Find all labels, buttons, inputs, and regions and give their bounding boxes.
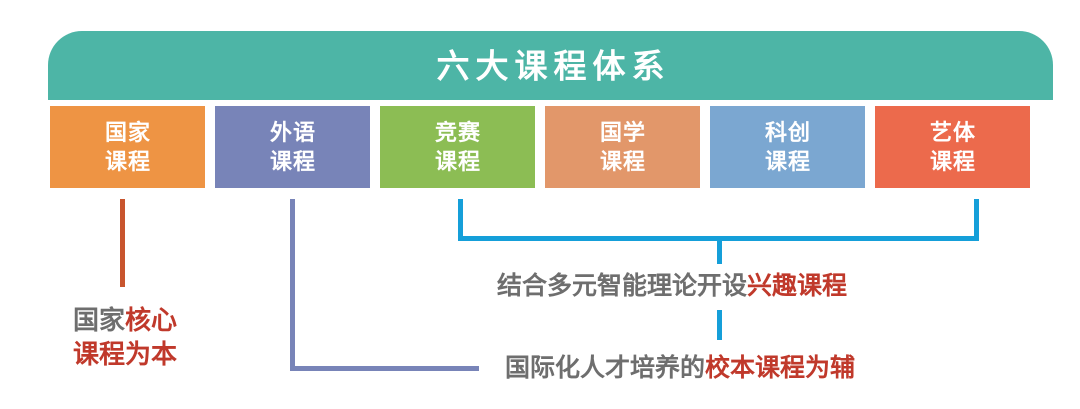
caption-national-core-gray: 国家	[73, 305, 126, 335]
category-box-kechuang[interactable]: 科创 课程	[710, 106, 865, 188]
category-box-jingsai[interactable]: 竞赛 课程	[380, 106, 535, 188]
category-label-line1: 国家	[104, 119, 151, 145]
category-label-line1: 外语	[269, 119, 316, 145]
connector-blue-left-riser	[458, 199, 463, 241]
category-label-line1: 竞赛	[434, 119, 481, 145]
category-label-line1: 国学	[599, 119, 646, 145]
caption-national-core-line1: 国家核心	[73, 303, 177, 337]
category-box-guojia[interactable]: 国家 课程	[50, 106, 205, 188]
page-title: 六大课程体系	[436, 47, 671, 84]
category-box-waiyu[interactable]: 外语 课程	[215, 106, 370, 188]
category-label-line2: 课程	[434, 149, 481, 174]
connector-purple-arm	[290, 366, 479, 371]
connector-blue-stem-top	[717, 236, 722, 264]
caption-school-gray: 国际化人才培养的	[505, 354, 706, 382]
category-label-line2: 课程	[104, 149, 151, 174]
caption-interest-gray: 结合多元智能理论开设	[497, 272, 748, 300]
caption-national-core-line2: 课程为本	[73, 339, 178, 370]
caption-interest-red: 兴趣课程	[747, 272, 848, 300]
category-label-line2: 课程	[764, 149, 811, 174]
category-label-line2: 课程	[929, 149, 976, 174]
caption-interest-courses: 结合多元智能理论开设兴趣课程	[497, 270, 847, 303]
category-label-line2: 课程	[599, 149, 646, 174]
category-box-yiti[interactable]: 艺体 课程	[875, 106, 1030, 188]
category-label-line1: 科创	[764, 119, 811, 145]
category-box-guoxue[interactable]: 国学 课程	[545, 106, 700, 188]
caption-national-core-red1: 核心	[125, 305, 178, 335]
caption-national-core: 国家核心 课程为本	[73, 303, 177, 372]
category-label-line2: 课程	[269, 149, 316, 174]
connector-blue-stem-bottom	[717, 310, 722, 340]
caption-school-red: 校本课程为辅	[705, 354, 856, 382]
category-label-line1: 艺体	[929, 119, 976, 145]
caption-school-based-courses: 国际化人才培养的校本课程为辅	[505, 352, 855, 385]
category-box-row: 国家 课程 外语 课程 竞赛 课程 国学 课程 科创 课程 艺体 课程	[50, 106, 1030, 188]
header-banner: 六大课程体系	[48, 31, 1053, 100]
connector-blue-right-riser	[974, 199, 979, 241]
connector-orange-stem	[120, 199, 125, 287]
connector-purple-stem	[290, 199, 295, 371]
